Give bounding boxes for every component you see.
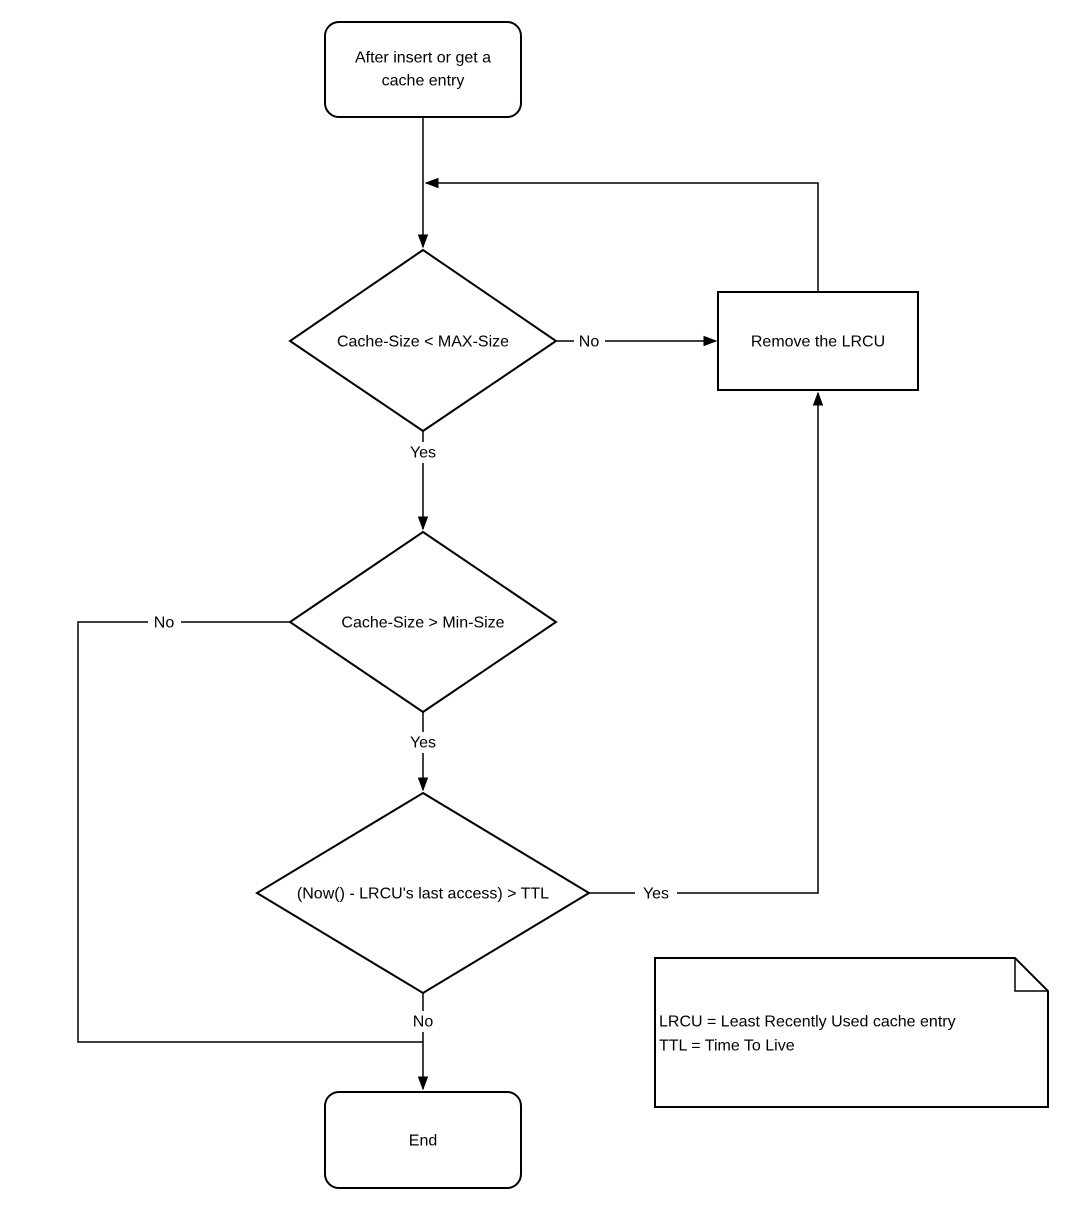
edge-label-check-max-yes: Yes [402,442,444,463]
edge-label-text: No [413,1014,434,1031]
note-legend-line1: LRCU = Least Recently Used cache entry [659,1014,956,1031]
edge-label-check-ttl-no: No [406,1011,440,1032]
start-node-label-line2: cache entry [382,73,465,90]
edge-label-bg [574,331,605,352]
edge-label-bg [635,883,677,904]
start-node-shape [324,21,522,118]
process-remove-lrcu: Remove the LRCU [717,291,919,391]
note-folded-corner-icon [1014,958,1048,992]
decision-check-min: Cache-Size > Min-Size [288,530,558,714]
edge-label-text: No [154,615,175,632]
note-legend-shape [654,957,1049,1108]
edge-label-check-min-no: No [148,612,181,633]
edge-label-check-min-yes: Yes [402,732,444,753]
edge-label-bg [406,1011,440,1032]
decision-check-ttl-label: (Now() - LRCU's last access) > TTL [297,886,549,903]
decision-check-ttl-shape [255,791,591,995]
edge-label-text: No [579,334,600,351]
edge-label-text: Yes [410,735,436,752]
edge-label-bg [402,442,444,463]
note-legend-line2: TTL = Time To Live [659,1038,795,1055]
decision-check-max-label: Cache-Size < MAX-Size [337,334,509,351]
edge-check-ttl-yes [589,393,818,894]
edge-label-text: Yes [410,445,436,462]
start-node: After insert or get a cache entry [324,21,522,118]
end-node-shape [324,1091,522,1189]
edge-check-min-no [77,621,423,1043]
decision-check-max-shape [288,248,558,433]
edge-remove-loop-back [426,183,819,292]
nodes: After insert or get a cache entry Cache-… [255,21,1049,1189]
process-remove-lrcu-shape [717,291,919,391]
end-node-label: End [409,1133,437,1150]
note-legend: LRCU = Least Recently Used cache entry T… [654,957,1049,1108]
process-remove-lrcu-label: Remove the LRCU [751,334,885,351]
decision-check-max: Cache-Size < MAX-Size [288,248,558,433]
end-node: End [324,1091,522,1189]
edge-label-check-ttl-yes: Yes [635,883,677,904]
edge-label-check-max-no: No [574,331,605,352]
decision-check-min-shape [288,530,558,714]
edge-label-text: Yes [643,886,669,903]
edge-label-bg [402,732,444,753]
decision-check-ttl: (Now() - LRCU's last access) > TTL [255,791,591,995]
edge-label-bg [148,612,181,633]
decision-check-min-label: Cache-Size > Min-Size [341,615,504,632]
start-node-label-line1: After insert or get a [355,50,491,67]
edge-labels: No Yes No Yes Yes No [148,331,677,1032]
